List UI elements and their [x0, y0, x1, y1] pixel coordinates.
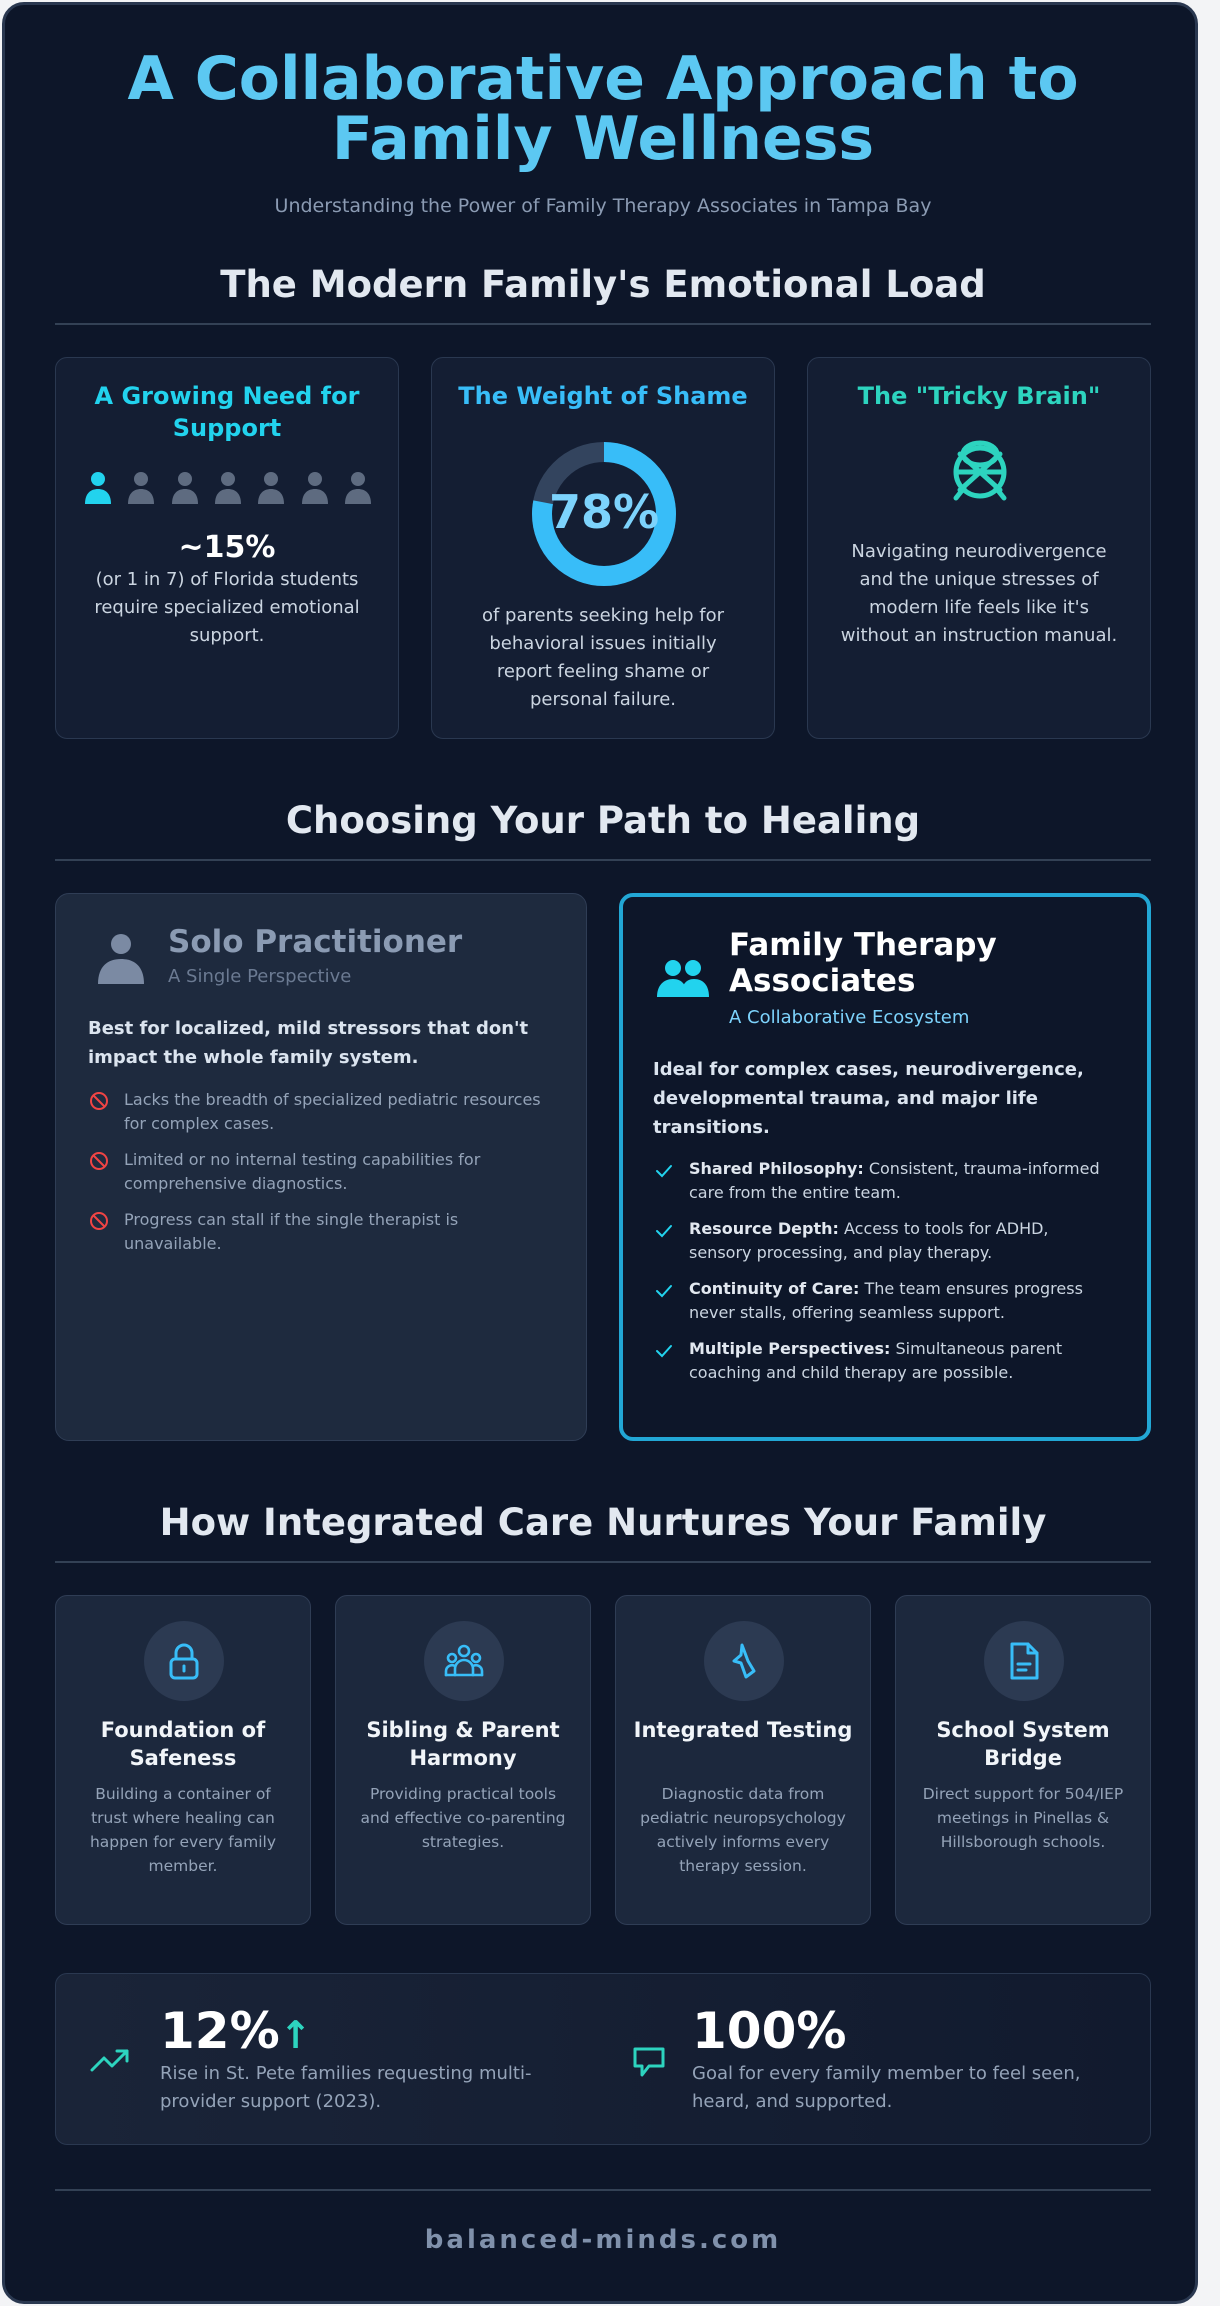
- feature-school-system-bridge: School System Bridge Direct support for …: [895, 1595, 1151, 1925]
- stat-description: Goal for every family member to feel see…: [692, 2063, 1081, 2112]
- person-icon: [213, 471, 243, 505]
- chat-icon: [633, 2047, 665, 2077]
- page-title-line-2: Family Wellness: [331, 104, 875, 174]
- solo-lead: Best for localized, mild stressors that …: [88, 1018, 529, 1068]
- donut-progress-arc: [532, 442, 676, 586]
- page-subtitle: Understanding the Power of Family Therap…: [274, 195, 932, 217]
- brain-icon: [953, 440, 1007, 501]
- check-icon: [656, 1165, 672, 1178]
- section-title-emotional-load: The Modern Family's Emotional Load: [220, 263, 986, 306]
- stat-value: ~15%: [178, 530, 276, 565]
- solo-title: Solo Practitioner: [168, 924, 463, 960]
- card-growing-need: A Growing Need for Support ~15% (or 1 in…: [55, 357, 399, 739]
- card-title: A Growing Need for Support: [94, 382, 360, 442]
- person-icon: [98, 934, 144, 984]
- pointer-icon: [732, 1643, 756, 1679]
- feature-title: Foundation of Safeness: [100, 1718, 266, 1770]
- section-title-path-to-healing: Choosing Your Path to Healing: [285, 799, 921, 842]
- footer-website: balanced-minds.com: [424, 2225, 782, 2255]
- benefit-item: Shared Philosophy: Consistent, trauma-in…: [653, 1157, 1107, 1205]
- card-description: Navigating neurodivergence and the uniqu…: [840, 541, 1118, 646]
- card-description: (or 1 in 7) of Florida students require …: [94, 569, 360, 646]
- person-icon: [343, 471, 373, 505]
- check-icon: [656, 1285, 672, 1298]
- drawback-item: Limited or no internal testing capabilit…: [88, 1148, 546, 1196]
- feature-title: School System Bridge: [936, 1718, 1110, 1770]
- stat-value: 12%↑: [160, 2002, 312, 2060]
- drawback-item: Lacks the breadth of specialized pediatr…: [88, 1088, 546, 1136]
- ban-icon: [90, 1092, 108, 1110]
- benefit-item: Resource Depth: Access to tools for ADHD…: [653, 1217, 1107, 1265]
- drawback-item: Progress can stall if the single therapi…: [88, 1208, 546, 1256]
- solo-subtitle: A Single Perspective: [168, 966, 352, 987]
- infographic-frame: A Collaborative Approach to Family Welln…: [2, 2, 1198, 2304]
- card-title: The "Tricky Brain": [857, 382, 1101, 410]
- card-tricky-brain: The "Tricky Brain" Navigating neurodiver…: [807, 357, 1151, 739]
- section-divider: [55, 1561, 1151, 1563]
- card-description: of parents seeking help for behavioral i…: [481, 605, 725, 710]
- page-title-line-1: A Collaborative Approach to: [127, 44, 1079, 114]
- check-icon: [656, 1225, 672, 1238]
- users-icon: [444, 1644, 484, 1677]
- trending-up-icon: [90, 2049, 129, 2072]
- card-title: The Weight of Shame: [458, 382, 748, 410]
- fta-lead: Ideal for complex cases, neurodivergence…: [653, 1059, 1084, 1138]
- stat-value: 100%: [692, 2002, 847, 2060]
- person-icon: [170, 471, 200, 505]
- fta-subtitle: A Collaborative Ecosystem: [729, 1007, 970, 1028]
- feature-description: Direct support for 504/IEP meetings in P…: [922, 1785, 1124, 1851]
- person-icon: [300, 471, 330, 505]
- donut-chart: 78%: [532, 442, 676, 586]
- solo-drawbacks-list: Lacks the breadth of specialized pediatr…: [88, 1088, 546, 1268]
- ban-icon: [90, 1152, 108, 1170]
- donut-label: 78%: [549, 485, 659, 539]
- fta-card: Family Therapy Associates A Collaborativ…: [619, 893, 1151, 1441]
- stat-description: Rise in St. Pete families requesting mul…: [160, 2063, 532, 2112]
- feature-integrated-testing: Integrated Testing Diagnostic data from …: [615, 1595, 871, 1925]
- feature-title: Sibling & Parent Harmony: [366, 1718, 560, 1770]
- users-icon: [657, 960, 709, 997]
- ban-icon: [90, 1212, 108, 1230]
- section-divider: [55, 859, 1151, 861]
- feature-description: Building a container of trust where heal…: [89, 1785, 277, 1875]
- arrow-up-icon: ↑: [279, 2013, 312, 2057]
- section-divider: [55, 323, 1151, 325]
- document-icon: [1010, 1642, 1039, 1680]
- fta-benefits-list: Shared Philosophy: Consistent, trauma-in…: [653, 1157, 1107, 1397]
- check-icon: [656, 1345, 672, 1358]
- lock-icon: [169, 1643, 199, 1680]
- solo-practitioner-card: Solo Practitioner A Single Perspective B…: [55, 893, 587, 1441]
- footer-divider: [55, 2189, 1151, 2191]
- feature-foundation-of-safeness: Foundation of Safeness Building a contai…: [55, 1595, 311, 1925]
- feature-description: Providing practical tools and effective …: [360, 1785, 566, 1851]
- person-icon: [256, 471, 286, 505]
- benefit-item: Multiple Perspectives: Simultaneous pare…: [653, 1337, 1107, 1385]
- card-weight-of-shame: The Weight of Shame 78% of parents seeki…: [431, 357, 775, 739]
- section-title-integrated-care: How Integrated Care Nurtures Your Family: [159, 1501, 1047, 1544]
- people-pictograph: [83, 471, 373, 505]
- feature-title: Integrated Testing: [633, 1718, 853, 1742]
- feature-description: Diagnostic data from pediatric neuropsyc…: [640, 1785, 846, 1875]
- person-icon: [83, 471, 113, 505]
- stats-bar: 12%↑ Rise in St. Pete families requestin…: [55, 1973, 1151, 2145]
- person-icon: [126, 471, 156, 505]
- fta-title: Family Therapy Associates: [729, 927, 997, 999]
- benefit-item: Continuity of Care: The team ensures pro…: [653, 1277, 1107, 1325]
- feature-sibling-parent-harmony: Sibling & Parent Harmony Providing pract…: [335, 1595, 591, 1925]
- page-title: A Collaborative Approach to Family Welln…: [5, 49, 1201, 169]
